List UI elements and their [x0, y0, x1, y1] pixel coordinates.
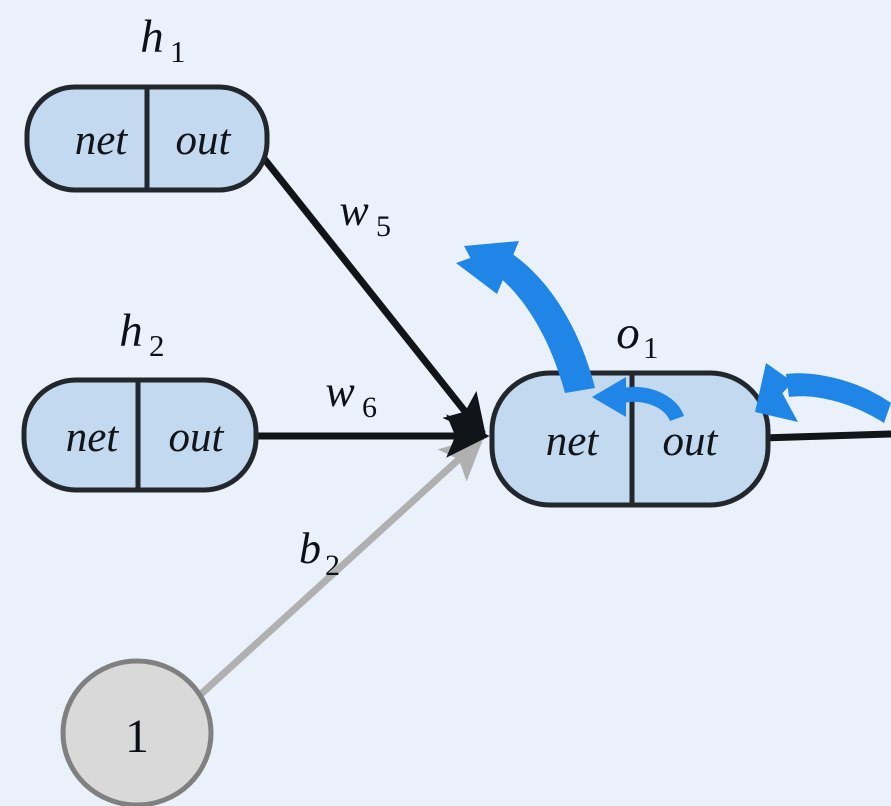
arrow-error-to-out-icon [755, 363, 891, 423]
node-o1-cell-out: out [663, 418, 719, 465]
node-h1-cell-net: net [75, 117, 129, 164]
node-bias-body [60, 658, 214, 806]
node-h1-label: h 1 [140, 11, 185, 69]
edge-label-w5: w 5 [339, 186, 391, 243]
edge-label-w6: w 6 [325, 367, 377, 424]
node-h1[interactable]: net out [24, 84, 270, 193]
node-h2-cell-net: net [66, 414, 120, 461]
node-o1-label-main: o [616, 307, 640, 359]
arrow-net-to-w5-icon [456, 241, 595, 393]
edge-o1-output [761, 430, 891, 442]
node-o1[interactable]: net out [489, 370, 771, 508]
node-h2[interactable]: net out [21, 377, 259, 493]
edge-label-w5-main: w [339, 186, 369, 235]
edge-label-b2-main: b [299, 524, 321, 573]
node-bias-value: 1 [125, 710, 149, 763]
node-h2-label-subscript: 2 [149, 328, 165, 363]
node-h2-label-main: h [119, 305, 143, 357]
edge-b2 [197, 436, 485, 698]
node-h2-cell-out: out [169, 414, 225, 461]
node-h1-label-subscript: 1 [170, 34, 186, 69]
edge-label-w5-subscript: 5 [376, 210, 391, 243]
edge-w5 [255, 148, 487, 439]
edge-label-w6-main: w [325, 367, 355, 416]
edge-label-b2-subscript: 2 [325, 549, 340, 582]
node-h1-cell-out: out [176, 117, 232, 164]
arrow-out-to-net-icon [592, 377, 684, 421]
node-h2-label: h 2 [119, 305, 164, 363]
node-o1-cell-net: net [546, 418, 600, 465]
node-o1-label-subscript: 1 [643, 330, 659, 365]
edge-label-b2: b 2 [299, 524, 340, 582]
node-o1-label: o 1 [616, 307, 658, 365]
node-bias[interactable]: 1 [60, 658, 214, 806]
node-h1-label-main: h [140, 11, 164, 63]
edge-label-w6-subscript: 6 [362, 391, 377, 424]
